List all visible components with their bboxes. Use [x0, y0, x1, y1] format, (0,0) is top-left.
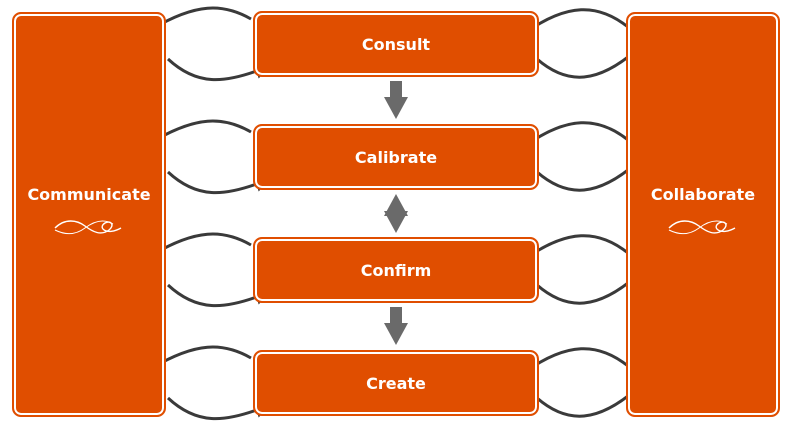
step-confirm: Confirm [253, 237, 539, 303]
cycle-arrow [536, 383, 643, 418]
connector-shaft [390, 307, 402, 323]
flourish-icon [668, 220, 736, 235]
step-create: Create [253, 350, 539, 416]
cycle-arrow [149, 119, 252, 144]
step-label: Create [366, 373, 426, 393]
step-label: Calibrate [354, 147, 438, 167]
step-calibrate: Calibrate [253, 124, 539, 190]
cycle-arrow [149, 6, 252, 31]
cycle-arrow [522, 234, 629, 261]
cycle-arrow [522, 347, 629, 374]
connector-shaft [390, 81, 402, 97]
arrow-down-icon [384, 211, 408, 233]
cycle-arrow [522, 8, 629, 35]
collaborate-panel: Collaborate [626, 12, 780, 417]
arrow-down-icon [384, 97, 408, 119]
arrow-up-icon [384, 194, 408, 216]
communicate-panel: Communicate [12, 12, 166, 417]
cycle-arrow [536, 270, 643, 305]
step-label: Consult [361, 34, 431, 54]
communicate-label: Communicate [27, 185, 151, 204]
cycle-arrow [522, 121, 629, 148]
step-consult: Consult [253, 11, 539, 77]
cycle-arrow [149, 345, 252, 370]
collaborate-label: Collaborate [650, 185, 756, 204]
cycle-arrow [536, 157, 643, 192]
flourish-icon [54, 220, 122, 235]
vertical-connectors [384, 81, 408, 345]
arrow-down-icon [384, 323, 408, 345]
cycle-arrow [536, 44, 643, 79]
cycle-arrow [149, 232, 252, 257]
step-label: Confirm [360, 260, 432, 280]
